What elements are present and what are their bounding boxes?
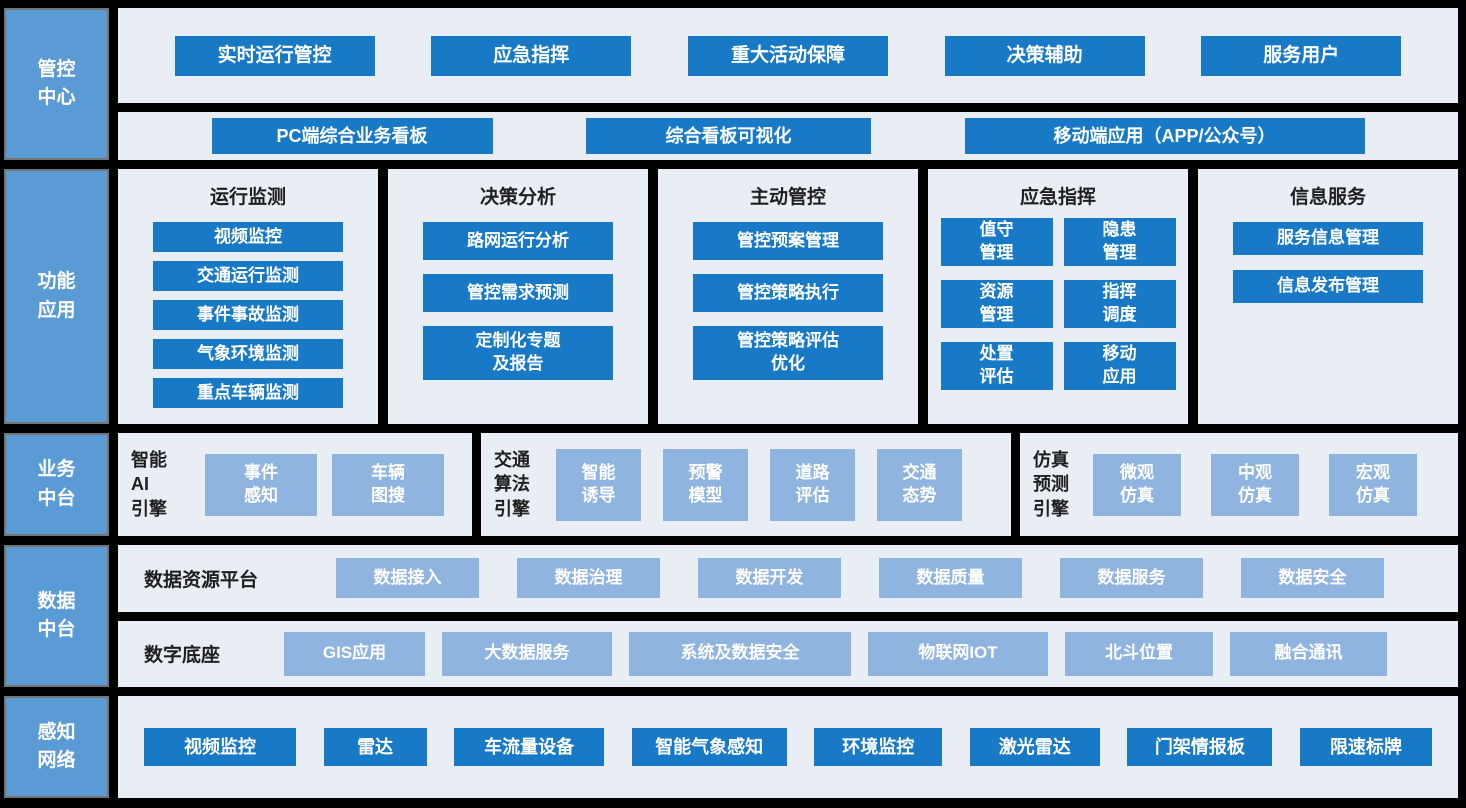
node-traffic-flow-device: 车流量设备 xyxy=(454,728,605,766)
node-meso-simulation: 中观 仿真 xyxy=(1211,453,1299,516)
label-digital-base: 数字底座 xyxy=(144,645,221,667)
panel-decision-analysis: 决策分析 路网运行分析 管控需求预测 定制化专题 及报告 xyxy=(388,169,648,424)
node-hazard-management: 隐患 管理 xyxy=(1063,218,1176,266)
node-speed-limit-sign: 限速标牌 xyxy=(1299,728,1432,766)
panel-dashboards: PC端综合业务看板 综合看板可视化 移动端应用（APP/公众号） xyxy=(118,112,1458,160)
node-resource-management: 资源 管理 xyxy=(940,280,1053,328)
panel-data-resource-platform: 数据资源平台 数据接入 数据治理 数据开发 数据质量 数据服务 数据安全 xyxy=(118,545,1458,612)
node-data-development: 数据开发 xyxy=(698,558,841,599)
node-control-demand-forecast: 管控需求预测 xyxy=(423,274,613,312)
node-system-data-security: 系统及数据安全 xyxy=(629,631,851,676)
panel-title: 主动管控 xyxy=(749,187,826,208)
node-info-publish-management: 信息发布管理 xyxy=(1233,270,1423,303)
node-incident-monitoring: 事件事故监测 xyxy=(153,300,343,330)
node-realtime-operation-control: 实时运行管控 xyxy=(174,35,375,76)
node-data-governance: 数据治理 xyxy=(517,558,660,599)
node-gantry-info-board: 门架情报板 xyxy=(1127,728,1273,766)
node-major-event-support: 重大活动保障 xyxy=(687,35,888,76)
node-beidou-location: 北斗位置 xyxy=(1065,631,1213,676)
node-macro-simulation: 宏观 仿真 xyxy=(1329,453,1417,516)
node-road-network-analysis: 路网运行分析 xyxy=(423,222,613,260)
panel-digital-base: 数字底座 GIS应用 大数据服务 系统及数据安全 物联网IOT 北斗位置 融合通… xyxy=(118,620,1458,687)
engine-label-traffic-algorithm: 交通 算法 引擎 xyxy=(494,450,530,519)
node-service-users: 服务用户 xyxy=(1201,35,1402,76)
node-weather-env-monitoring: 气象环境监测 xyxy=(153,339,343,369)
node-iot: 物联网IOT xyxy=(868,631,1048,676)
node-decision-support: 决策辅助 xyxy=(944,35,1145,76)
node-emergency-command: 应急指挥 xyxy=(431,35,632,76)
node-key-vehicle-monitoring: 重点车辆监测 xyxy=(153,378,343,408)
sidebar-item-perception-network: 感知 网络 xyxy=(4,696,109,798)
node-environment-monitoring: 环境监控 xyxy=(814,728,943,766)
node-big-data-service: 大数据服务 xyxy=(442,631,612,676)
node-mobile-application: 移动 应用 xyxy=(1063,342,1176,390)
sidebar-item-business-platform: 业务 中台 xyxy=(4,433,109,536)
node-converged-communication: 融合通讯 xyxy=(1230,631,1387,676)
row-perception-network: 感知 网络 视频监控 雷达 车流量设备 智能气象感知 环境监控 激光雷达 门架情… xyxy=(4,696,1458,798)
node-data-security: 数据安全 xyxy=(1241,558,1384,599)
node-gis-application: GIS应用 xyxy=(284,631,425,676)
engine-label-ai: 智能 AI 引擎 xyxy=(131,450,167,519)
node-custom-reports: 定制化专题 及报告 xyxy=(423,326,613,380)
node-dashboard-visualization: 综合看板可视化 xyxy=(586,118,871,154)
node-radar: 雷达 xyxy=(323,728,427,766)
node-video-surveillance: 视频监控 xyxy=(144,728,296,766)
node-video-monitoring: 视频监控 xyxy=(153,222,343,252)
panel-ai-engine: 智能 AI 引擎 事件 感知 车辆 图搜 xyxy=(118,433,472,536)
node-smart-weather-sensing: 智能气象感知 xyxy=(631,728,787,766)
panel-active-control: 主动管控 管控预案管理 管控策略执行 管控策略评估 优化 xyxy=(658,169,918,424)
row-control-center: 管控 中心 实时运行管控 应急指挥 重大活动保障 决策辅助 服务用户 PC端综合… xyxy=(4,8,1458,160)
node-road-evaluation: 道路 评估 xyxy=(770,448,855,521)
node-data-quality: 数据质量 xyxy=(879,558,1022,599)
panel-title: 决策分析 xyxy=(479,187,556,208)
panel-control-center-apps: 实时运行管控 应急指挥 重大活动保障 决策辅助 服务用户 xyxy=(118,8,1458,103)
panel-information-service: 信息服务 服务信息管理 信息发布管理 xyxy=(1198,169,1458,424)
panel-title: 运行监测 xyxy=(209,187,286,208)
node-disposal-evaluation: 处置 评估 xyxy=(940,342,1053,390)
sidebar-item-data-platform: 数据 中台 xyxy=(4,545,109,687)
node-pc-business-dashboard: PC端综合业务看板 xyxy=(211,118,493,154)
node-duty-management: 值守 管理 xyxy=(940,218,1053,266)
node-laser-radar: 激光雷达 xyxy=(969,728,1100,766)
panel-operation-monitoring: 运行监测 视频监控 交通运行监测 事件事故监测 气象环境监测 重点车辆监测 xyxy=(118,169,378,424)
panel-traffic-algorithm-engine: 交通 算法 引擎 智能 诱导 预警 模型 道路 评估 交通 态势 xyxy=(481,433,1011,536)
node-control-plan-management: 管控预案管理 xyxy=(693,222,883,260)
node-control-strategy-evaluation: 管控策略评估 优化 xyxy=(693,326,883,380)
engine-label-simulation: 仿真 预测 引擎 xyxy=(1033,450,1069,519)
node-micro-simulation: 微观 仿真 xyxy=(1093,453,1181,516)
node-control-strategy-execution: 管控策略执行 xyxy=(693,274,883,312)
panel-title: 信息服务 xyxy=(1289,187,1366,208)
panel-perception-devices: 视频监控 雷达 车流量设备 智能气象感知 环境监控 激光雷达 门架情报板 限速标… xyxy=(118,696,1458,798)
node-traffic-operation-monitoring: 交通运行监测 xyxy=(153,261,343,291)
node-mobile-app: 移动端应用（APP/公众号） xyxy=(964,118,1365,154)
row-business-platform: 业务 中台 智能 AI 引擎 事件 感知 车辆 图搜 交通 算法 引擎 智能 诱… xyxy=(4,433,1458,536)
panel-title: 应急指挥 xyxy=(1019,187,1096,208)
panel-simulation-engine: 仿真 预测 引擎 微观 仿真 中观 仿真 宏观 仿真 xyxy=(1020,433,1458,536)
node-command-dispatch: 指挥 调度 xyxy=(1063,280,1176,328)
panel-emergency-command: 应急指挥 值守 管理 隐患 管理 资源 管理 指挥 调度 处置 评估 移动 应用 xyxy=(928,169,1188,424)
row-function-apps: 功能 应用 运行监测 视频监控 交通运行监测 事件事故监测 气象环境监测 重点车… xyxy=(4,169,1458,424)
node-data-service: 数据服务 xyxy=(1060,558,1203,599)
row-data-platform: 数据 中台 数据资源平台 数据接入 数据治理 数据开发 数据质量 数据服务 数据… xyxy=(4,545,1458,687)
sidebar-item-control-center: 管控 中心 xyxy=(4,8,109,160)
label-data-resource-platform: 数据资源平台 xyxy=(144,569,259,591)
node-vehicle-image-search: 车辆 图搜 xyxy=(332,453,444,516)
node-smart-guidance: 智能 诱导 xyxy=(556,448,641,521)
node-event-perception: 事件 感知 xyxy=(205,453,317,516)
sidebar-item-function-apps: 功能 应用 xyxy=(4,169,109,424)
node-traffic-situation: 交通 态势 xyxy=(877,448,962,521)
node-warning-model: 预警 模型 xyxy=(663,448,748,521)
node-data-access: 数据接入 xyxy=(336,558,479,599)
node-service-info-management: 服务信息管理 xyxy=(1233,222,1423,255)
